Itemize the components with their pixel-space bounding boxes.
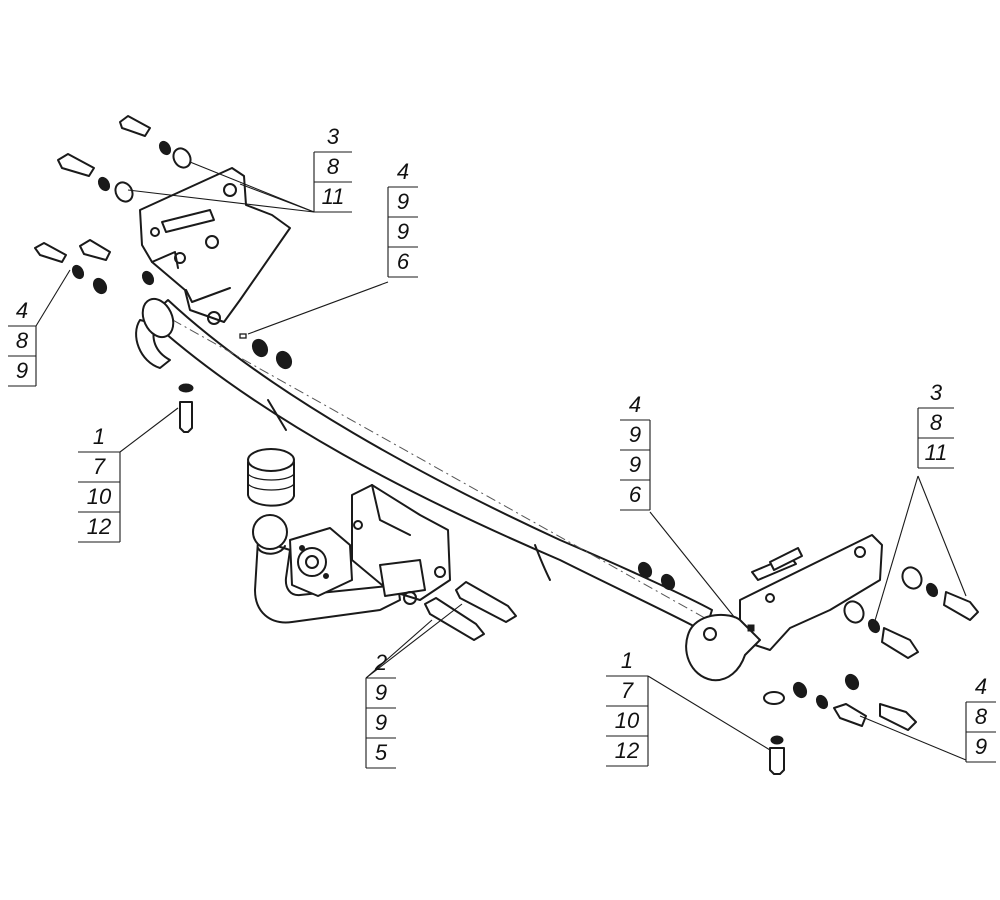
callout-part-number: 9 <box>375 680 387 705</box>
callout-part-number: 11 <box>322 184 345 209</box>
callout-part-number: 12 <box>87 514 111 539</box>
callout-left: 4 8 9 <box>8 298 37 387</box>
callout-bottom-right: 1 7 10 12 <box>606 648 649 767</box>
callout-part-number: 9 <box>397 189 409 214</box>
callout-part-number: 3 <box>327 124 340 149</box>
callout-part-number: 3 <box>930 380 943 405</box>
callout-part-number: 9 <box>375 710 387 735</box>
callout-part-number: 9 <box>629 452 641 477</box>
callout-part-number: 8 <box>327 154 340 179</box>
callout-part-number: 9 <box>397 219 409 244</box>
callout-part-number: 1 <box>93 424 105 449</box>
callout-part-number: 9 <box>16 358 28 383</box>
callout-part-number: 6 <box>629 482 642 507</box>
callout-part-number: 7 <box>621 678 634 703</box>
callout-part-number: 12 <box>615 738 639 763</box>
callout-part-number: 10 <box>87 484 112 509</box>
callout-part-number: 4 <box>397 159 409 184</box>
callout-part-number: 7 <box>93 454 106 479</box>
tow-ball-assembly <box>252 484 451 624</box>
right-mounting-bracket <box>685 534 883 682</box>
callout-part-number: 6 <box>397 249 410 274</box>
callout-part-number: 5 <box>375 740 388 765</box>
callout-part-number: 4 <box>629 392 641 417</box>
callout-part-number: 9 <box>975 734 987 759</box>
callout-center: 4 9 9 6 <box>620 392 651 511</box>
callout-part-number: 4 <box>975 674 987 699</box>
leader-lines <box>35 161 967 761</box>
tow-ball-cap <box>247 448 295 507</box>
callout-part-number: 2 <box>374 650 387 675</box>
left-mounting-bracket <box>135 167 291 369</box>
callout-top-center-right: 4 9 9 6 <box>387 159 418 278</box>
callout-part-number: 8 <box>975 704 988 729</box>
callout-part-number: 8 <box>930 410 943 435</box>
main-cross-beam <box>147 299 713 633</box>
callout-part-number: 1 <box>621 648 633 673</box>
callout-left-lower: 1 7 10 12 <box>78 424 121 543</box>
fasteners-center-right <box>424 561 979 775</box>
callout-right-upper: 3 8 11 <box>917 380 954 469</box>
callout-part-number: 4 <box>16 298 28 323</box>
callout-part-number: 10 <box>615 708 640 733</box>
callout-right-lower: 4 8 9 <box>965 674 996 763</box>
callout-top-center: 3 8 11 <box>313 124 352 213</box>
callout-part-number: 11 <box>925 440 948 465</box>
callout-bottom-center: 2 9 9 5 <box>365 650 396 769</box>
callout-part-number: 9 <box>629 422 641 447</box>
fasteners-top-left <box>34 115 293 433</box>
callout-part-number: 8 <box>16 328 29 353</box>
